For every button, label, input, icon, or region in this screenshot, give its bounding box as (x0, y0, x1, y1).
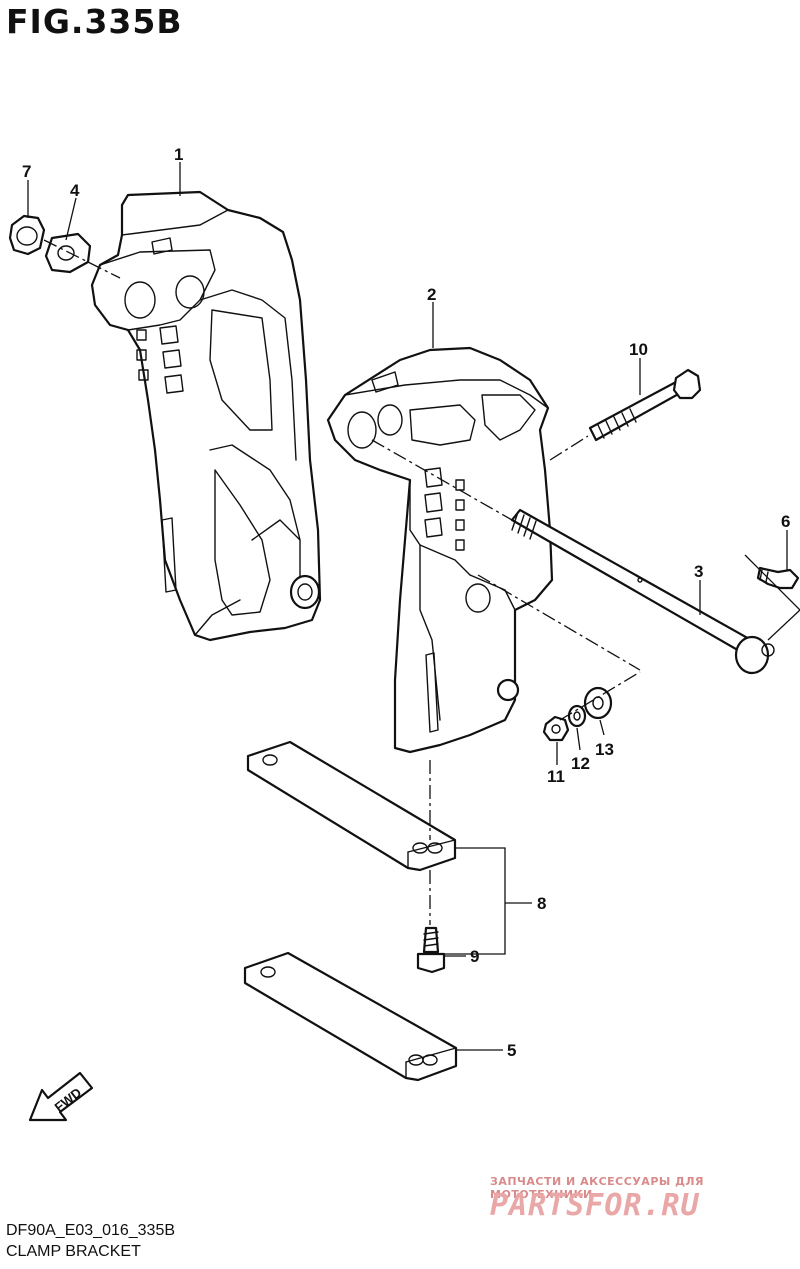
figure-title: FIG.335B (6, 2, 183, 41)
part-3-shaft (510, 508, 775, 675)
part-8-upper-plate (246, 740, 457, 872)
part-7-nut (8, 214, 46, 256)
part-2-right-clamp-bracket (326, 346, 554, 754)
callout-11: 11 (547, 767, 565, 786)
callout-1: 1 (174, 145, 183, 164)
part-4-plate (44, 232, 92, 274)
callout-3: 3 (694, 562, 703, 581)
callout-9: 9 (470, 947, 479, 966)
callout-10: 10 (629, 340, 648, 359)
part-5-lower-plate (243, 951, 458, 1082)
callout-labels: 1 2 3 4 5 6 7 8 9 10 11 12 13 (22, 145, 790, 1060)
watermark-tagline: ЗАПЧАСТИ И АКСЕССУАРЫ ДЛЯ МОТОТЕХНИКИ (490, 1175, 705, 1201)
callout-12: 12 (571, 754, 590, 773)
leader-lines (27, 162, 788, 1051)
model-code: DF90A_E03_016_335B (6, 1222, 176, 1239)
part-1-left-clamp-bracket (90, 190, 322, 642)
part-13-washer (583, 686, 613, 720)
callout-8: 8 (537, 894, 546, 913)
callout-7: 7 (22, 162, 31, 181)
fwd-arrow: FWD (28, 1071, 94, 1122)
callout-5: 5 (507, 1041, 516, 1060)
callout-6: 6 (781, 512, 790, 531)
figure-caption: CLAMP BRACKET (6, 1243, 141, 1260)
callout-2: 2 (427, 285, 436, 304)
callout-13: 13 (595, 740, 614, 759)
part-6-screw (756, 566, 800, 590)
part-10-bolt (588, 368, 702, 442)
part-11-nut (542, 715, 570, 742)
part-9-bolt (416, 926, 446, 974)
callout-4: 4 (70, 181, 80, 200)
part-12-washer (567, 704, 587, 728)
watermark-logo: PARTSFOR.RU (490, 1188, 700, 1223)
